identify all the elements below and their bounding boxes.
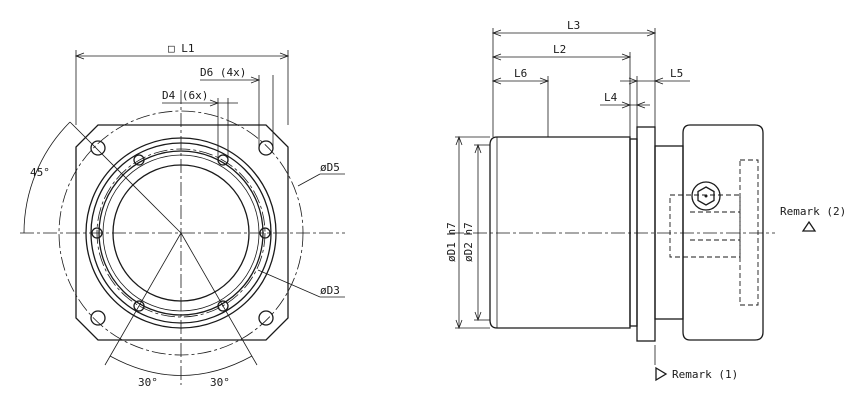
- angle30-left-label: 30°: [138, 376, 158, 389]
- d4-hole-0: [259, 227, 271, 239]
- l5-arrow-right: [653, 77, 664, 85]
- l4-label: L4: [604, 91, 618, 104]
- d2-arrow-top: [474, 143, 482, 154]
- l6-label: L6: [514, 67, 527, 80]
- clamp-screw-center: [704, 194, 708, 198]
- d5-label: øD5: [320, 161, 340, 174]
- l4-arrow-right: [635, 101, 646, 109]
- d1-arrow-top: [455, 135, 463, 146]
- angle45-ref-line: [69, 121, 182, 234]
- flange-body: [636, 126, 656, 342]
- d2-label: øD2 h7: [462, 222, 475, 262]
- l5-label: L5: [670, 67, 683, 80]
- d4-hole-180: [91, 227, 103, 239]
- d4-label: D4 (6x): [162, 89, 208, 102]
- square-flange-outline: [75, 124, 289, 341]
- d6-label: D6 (4x): [200, 66, 246, 79]
- d4-hole-120: [133, 154, 145, 166]
- pilot-ring-3: [98, 150, 264, 316]
- angle45-label: 45°: [30, 166, 50, 179]
- d2-arrow-bottom: [474, 311, 482, 322]
- bolt-circle-d5: [58, 110, 304, 356]
- corner-hole-tl: [90, 140, 106, 156]
- d4-arrow: [209, 99, 220, 107]
- l6-arrow-right: [539, 77, 550, 85]
- angle30-arc: [109, 355, 253, 376]
- remark1-label: Remark (1): [672, 368, 738, 381]
- d1-arrow-bottom: [455, 319, 463, 330]
- l4-arrow-left: [621, 101, 632, 109]
- angle45-arc: [23, 121, 71, 234]
- l2-label: L2: [553, 43, 566, 56]
- l1-label: □ L1: [168, 42, 195, 55]
- corner-hole-bl: [90, 310, 106, 326]
- front-view: □ L1 D6 (4x) D4 (6x) 45° øD5 øD3 30° 30°: [20, 42, 345, 389]
- pilot-outer-ring: [85, 137, 277, 329]
- side-view: L3 L2 L6 L5 L4 øD1 h7: [445, 19, 846, 382]
- angle30-right-label: 30°: [210, 376, 230, 389]
- l5-arrow-left: [628, 77, 639, 85]
- pilot-ring-4: [102, 154, 260, 312]
- remark1-triangle: [655, 366, 668, 382]
- d4-hole-240: [133, 300, 145, 312]
- d4-hole-300: [217, 300, 229, 312]
- pilot-ring-2: [90, 142, 272, 324]
- d6-arrow: [250, 76, 261, 84]
- d1-label: øD1 h7: [445, 222, 458, 262]
- d3-label: øD3: [320, 284, 340, 297]
- l3-label: L3: [567, 19, 580, 32]
- remark2-triangle: [801, 220, 817, 232]
- d5-leader: [297, 173, 321, 187]
- l1-arrow-right: [279, 52, 290, 60]
- neck-body: [654, 145, 684, 320]
- l3-arrow-left: [491, 29, 502, 37]
- shaft-body: [489, 136, 631, 329]
- l2-arrow-right: [621, 53, 632, 61]
- l6-arrow-left: [491, 77, 502, 85]
- d3-leader: [257, 269, 321, 298]
- l3-arrow-right: [646, 29, 657, 37]
- angle30-right-ref: [180, 232, 258, 366]
- clamp-screw-outer: [691, 181, 721, 211]
- hidden-clamp: [739, 159, 759, 306]
- adapter-housing: [682, 124, 764, 341]
- corner-hole-tr: [258, 140, 274, 156]
- clamp-screw-hex: [697, 186, 715, 206]
- angle30-left-ref: [104, 232, 182, 366]
- corner-hole-br: [258, 310, 274, 326]
- bolt-circle-d4: [96, 148, 266, 318]
- bore-circle: [112, 164, 250, 302]
- pilot-step: [629, 138, 638, 327]
- l2-arrow-left: [491, 53, 502, 61]
- remark2-label: Remark (2): [780, 205, 846, 218]
- l1-arrow-left: [74, 52, 85, 60]
